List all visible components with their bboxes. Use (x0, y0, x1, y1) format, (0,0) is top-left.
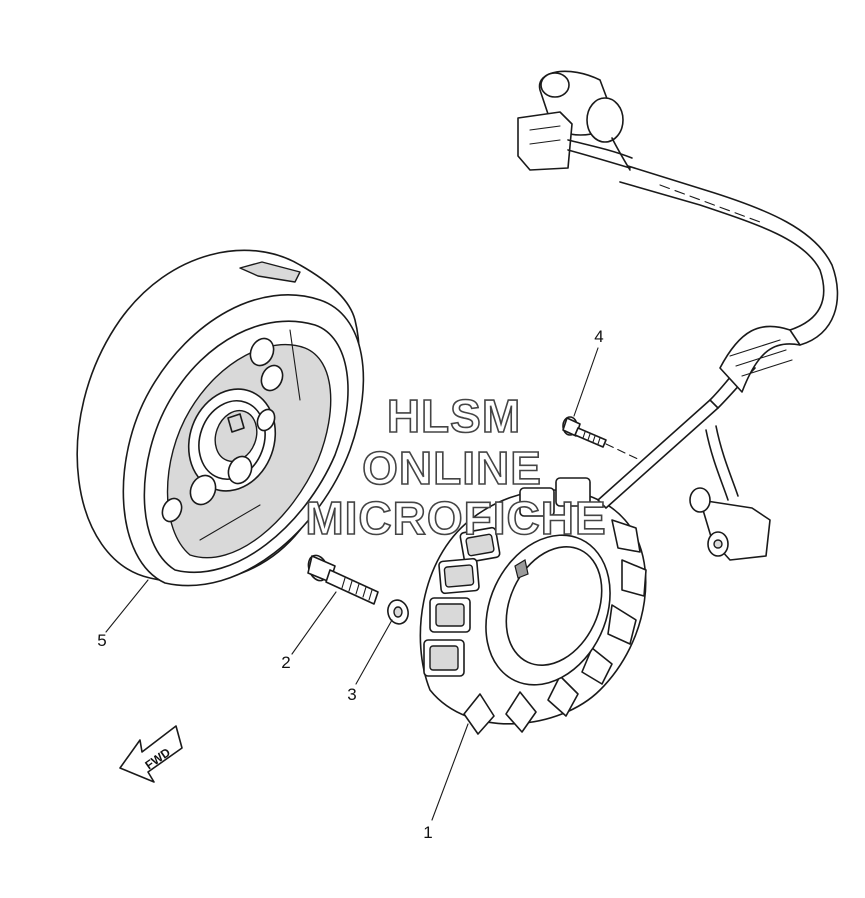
grommet (719, 325, 801, 393)
screw-axis-line (605, 443, 641, 461)
leader-lines (105, 347, 599, 821)
bolt[interactable] (305, 553, 379, 605)
callout-5: 5 (97, 631, 106, 650)
washer[interactable] (385, 598, 411, 626)
callout-1: 1 (423, 823, 432, 842)
callout-3: 3 (347, 685, 356, 704)
watermark-line-1: HLSM (387, 390, 521, 442)
watermark-line-2: ONLINE (362, 442, 542, 494)
watermark: HLSM ONLINE MICROFICHE (305, 389, 607, 545)
stator-assembly[interactable] (419, 477, 647, 735)
forward-arrow-icon: FWD (119, 725, 183, 783)
flywheel-rotor[interactable] (76, 249, 365, 587)
callout-4: 4 (594, 327, 603, 346)
callout-2: 2 (281, 653, 290, 672)
pickup-coil[interactable] (689, 487, 771, 561)
watermark-line-3: MICROFICHE (305, 492, 606, 544)
screw[interactable] (562, 416, 607, 448)
stator-poles (423, 477, 647, 735)
harness-connectors[interactable] (517, 70, 633, 171)
wire-harness (597, 165, 839, 509)
